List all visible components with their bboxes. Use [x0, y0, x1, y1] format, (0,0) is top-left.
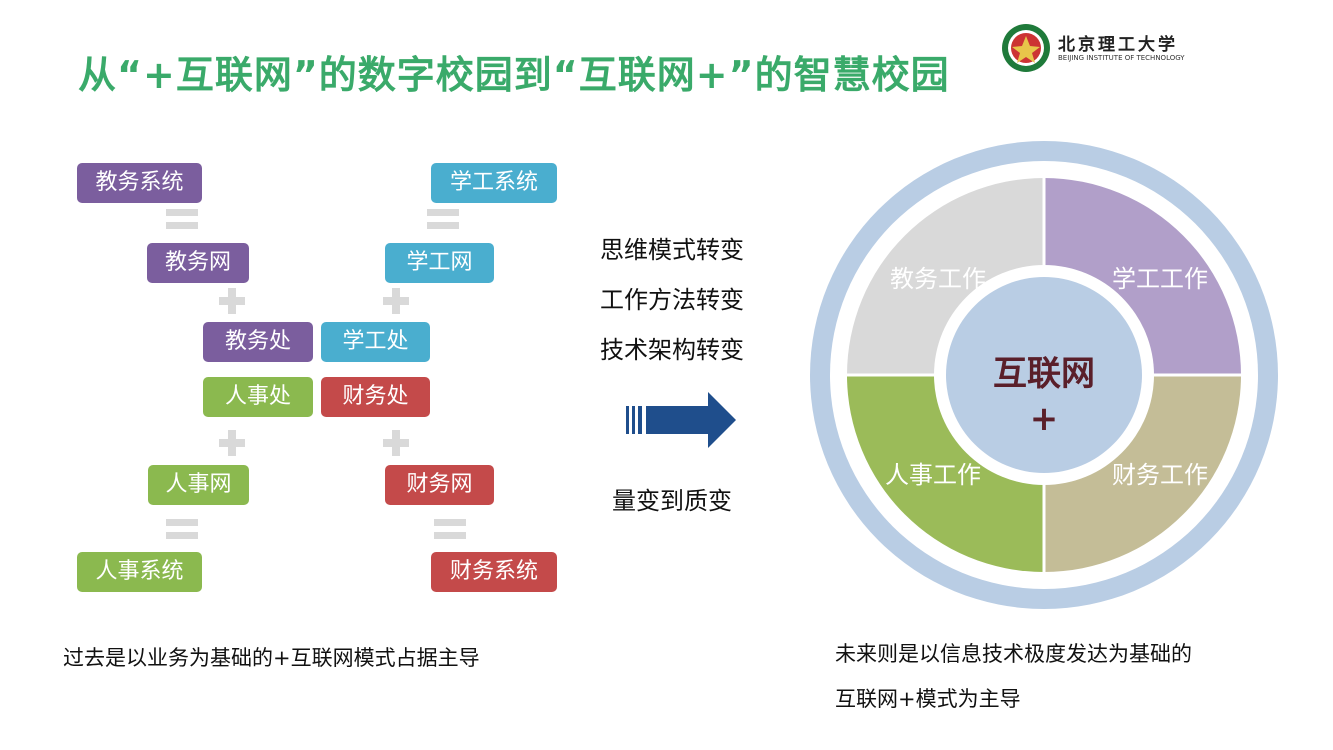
segment-label-jiaowu: 教务工作	[890, 265, 986, 293]
university-name-cn: 北京理工大学	[1058, 35, 1178, 55]
university-logo: 北京理工大学 BEIJING INSTITUTE OF TECHNOLOGY	[1000, 22, 1185, 74]
caiwu-net-box: 财务网	[385, 465, 494, 505]
caiwu-system-box: 财务系统	[431, 552, 557, 592]
university-emblem-icon	[1002, 24, 1050, 72]
change-line-2: 工作方法转变	[600, 286, 744, 314]
plus-sign-icon	[219, 430, 245, 456]
renshi-office-box: 人事处	[203, 377, 313, 417]
center-plus: +	[1030, 399, 1059, 439]
internet-plus-wheel: 教务工作 学工工作 人事工作 财务工作 互联网 +	[810, 141, 1278, 609]
change-line-3: 技术架构转变	[600, 336, 744, 364]
jiaowu-net-box: 教务网	[147, 243, 249, 283]
xuegong-system-box: 学工系统	[431, 163, 557, 203]
segment-label-xuegong: 学工工作	[1112, 265, 1208, 293]
jiaowu-system-box: 教务系统	[77, 163, 202, 203]
center-title: 互联网	[993, 354, 1095, 394]
university-name-en: BEIJING INSTITUTE OF TECHNOLOGY	[1058, 54, 1185, 62]
renshi-system-box: 人事系统	[77, 552, 202, 592]
change-line-1: 思维模式转变	[600, 236, 744, 264]
xuegong-net-box: 学工网	[385, 243, 494, 283]
page-title: 从“+互联网”的数字校园到“互联网+”的智慧校园	[78, 53, 950, 97]
equals-sign-icon	[427, 206, 459, 232]
equals-sign-icon	[166, 516, 198, 542]
right-caption-line-2: 互联网+模式为主导	[835, 687, 1021, 711]
right-arrow-icon	[626, 392, 736, 448]
caiwu-office-box: 财务处	[321, 377, 430, 417]
center-circle	[946, 277, 1142, 473]
segment-label-caiwu: 财务工作	[1112, 461, 1208, 489]
plus-sign-icon	[383, 288, 409, 314]
equals-sign-icon	[166, 206, 198, 232]
plus-sign-icon	[383, 430, 409, 456]
quantitative-to-qualitative: 量变到质变	[612, 487, 732, 515]
xuegong-office-box: 学工处	[321, 322, 430, 362]
plus-sign-icon	[219, 288, 245, 314]
segment-label-renshi: 人事工作	[885, 461, 981, 489]
left-caption: 过去是以业务为基础的+互联网模式占据主导	[63, 646, 480, 670]
equals-sign-icon	[434, 516, 466, 542]
jiaowu-office-box: 教务处	[203, 322, 313, 362]
right-caption-line-1: 未来则是以信息技术极度发达为基础的	[835, 642, 1192, 666]
renshi-net-box: 人事网	[148, 465, 249, 505]
